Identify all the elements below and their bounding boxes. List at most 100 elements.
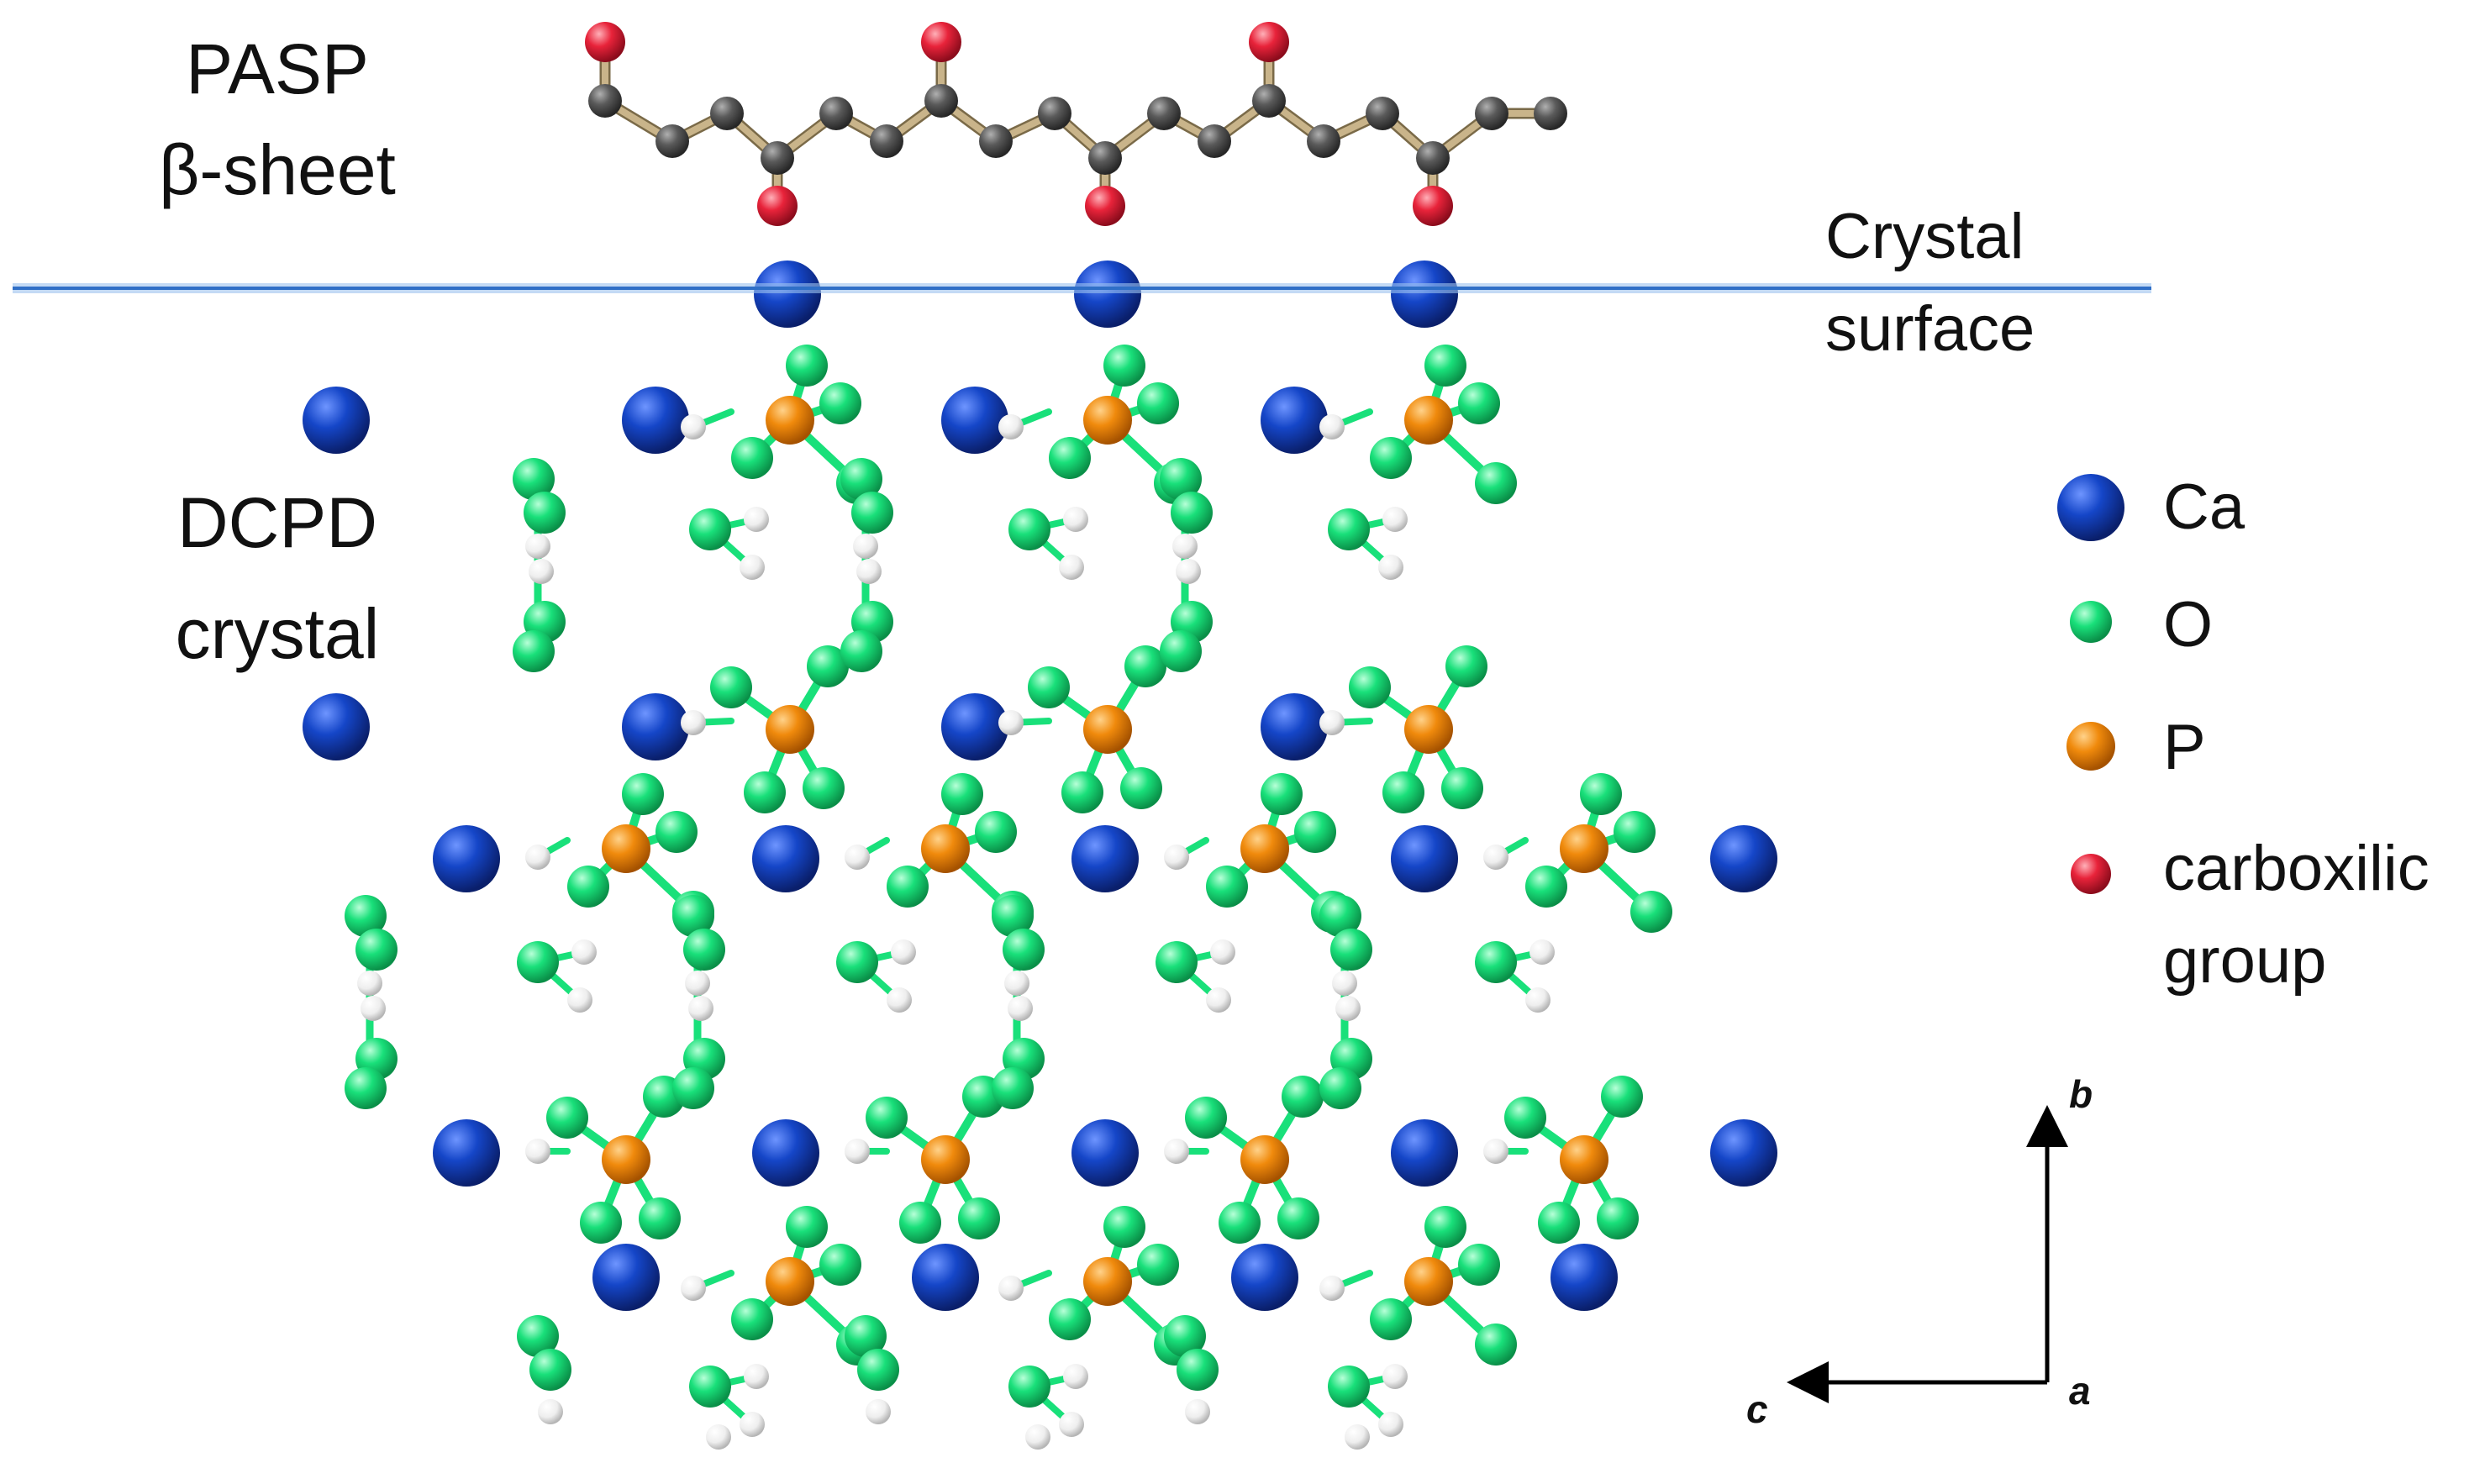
oxygen-atom bbox=[1475, 1323, 1517, 1366]
oxygen-atom bbox=[1137, 1244, 1179, 1286]
hydrogen-atom bbox=[1332, 971, 1357, 996]
oxygen-atom bbox=[1137, 382, 1179, 424]
hydrogen-atom bbox=[1206, 987, 1231, 1013]
oxygen-atom bbox=[1538, 1202, 1580, 1244]
phosphorus-atom bbox=[1240, 1135, 1289, 1184]
carbon-atom bbox=[1147, 97, 1181, 130]
hydrogen-atom bbox=[681, 710, 706, 735]
oxygen-atom bbox=[1282, 1076, 1324, 1118]
calcium-atom bbox=[1391, 260, 1458, 328]
oxygen-atom bbox=[1330, 929, 1372, 971]
oxygen-atom bbox=[689, 1366, 731, 1408]
oxygen-atom bbox=[1171, 492, 1213, 534]
calcium-atom bbox=[1710, 1119, 1777, 1187]
carbon-atom bbox=[1088, 141, 1122, 175]
carboxylic-oxygen-atom bbox=[1085, 186, 1125, 226]
oxygen-atom bbox=[2070, 601, 2112, 643]
phosphorus-atom bbox=[921, 1135, 970, 1184]
oxygen-atom bbox=[1630, 891, 1672, 933]
phosphorus-atom bbox=[2066, 722, 2115, 771]
hydrogen-atom bbox=[998, 710, 1024, 735]
oxygen-atom bbox=[1580, 773, 1622, 815]
phosphorus-atom bbox=[766, 1257, 814, 1306]
oxygen-atom bbox=[731, 1298, 773, 1340]
hydrogen-atom bbox=[1525, 987, 1550, 1013]
oxygen-atom bbox=[975, 811, 1017, 853]
oxygen-atom bbox=[1277, 1197, 1319, 1239]
carbon-atom bbox=[1252, 84, 1286, 118]
hydrogen-atom bbox=[1335, 996, 1361, 1021]
oxygen-atom bbox=[1328, 1366, 1370, 1408]
oxygen-atom bbox=[1319, 1067, 1361, 1109]
oxygen-atom bbox=[355, 929, 397, 971]
oxygen-atom bbox=[1003, 929, 1045, 971]
oxygen-atom bbox=[744, 771, 786, 813]
calcium-atom bbox=[1391, 825, 1458, 892]
calcium-atom bbox=[1710, 825, 1777, 892]
oxygen-atom bbox=[1475, 941, 1517, 983]
legend-markers bbox=[2057, 474, 2124, 894]
crystal-surface-label-line2: surface bbox=[1825, 293, 2035, 365]
oxygen-atom bbox=[1049, 437, 1091, 479]
hydrogen-atom bbox=[1378, 1412, 1403, 1437]
calcium-atom bbox=[592, 1244, 660, 1311]
oxygen-atom bbox=[513, 630, 555, 672]
oxygen-atom bbox=[689, 508, 731, 550]
axis-label-c: c bbox=[1746, 1387, 1768, 1431]
oxygen-atom bbox=[1156, 941, 1198, 983]
oxygen-atom bbox=[1049, 1298, 1091, 1340]
hydrogen-atom bbox=[361, 996, 386, 1021]
phosphorus-atom bbox=[602, 1135, 650, 1184]
oxygen-atom bbox=[639, 1197, 681, 1239]
oxygen-atom bbox=[1103, 1206, 1145, 1248]
phosphorus-atom bbox=[1560, 1135, 1608, 1184]
oxygen-atom bbox=[1614, 811, 1656, 853]
oxygen-atom bbox=[1382, 771, 1424, 813]
calcium-atom bbox=[1261, 693, 1328, 760]
oxygen-atom bbox=[546, 1097, 588, 1139]
hydrogen-atom bbox=[1008, 996, 1033, 1021]
oxygen-atom bbox=[992, 895, 1034, 937]
oxygen-atom bbox=[1008, 1366, 1050, 1408]
oxygen-atom bbox=[1441, 767, 1483, 809]
oxygen-atom bbox=[1319, 895, 1361, 937]
carbon-atom bbox=[588, 84, 622, 118]
hydrogen-atom bbox=[740, 1412, 765, 1437]
oxygen-atom bbox=[1349, 666, 1391, 708]
phosphorus-atom bbox=[602, 824, 650, 873]
oxygen-atom bbox=[803, 767, 845, 809]
carbon-atom bbox=[979, 124, 1013, 158]
oxygen-atom bbox=[1028, 666, 1070, 708]
hydrogen-atom bbox=[866, 1399, 891, 1424]
oxygen-atom bbox=[958, 1197, 1000, 1239]
oxygen-atom bbox=[513, 458, 555, 500]
calcium-atom bbox=[754, 260, 821, 328]
oxygen-atom bbox=[1206, 866, 1248, 908]
axis-label-b: b bbox=[2069, 1072, 2093, 1116]
oxygen-atom bbox=[1124, 645, 1166, 687]
atoms-layer bbox=[303, 22, 1777, 1450]
hydrogen-atom bbox=[1164, 1139, 1189, 1164]
carbon-atom bbox=[761, 141, 794, 175]
calcium-atom bbox=[622, 387, 689, 454]
oxygen-atom bbox=[622, 773, 664, 815]
hydrogen-atom bbox=[1063, 507, 1088, 532]
phosphorus-atom bbox=[1083, 1257, 1132, 1306]
carbon-atom bbox=[655, 124, 689, 158]
calcium-atom bbox=[1550, 1244, 1618, 1311]
carboxylic-oxygen-atom bbox=[1413, 186, 1453, 226]
calcium-atom bbox=[303, 387, 370, 454]
hydrogen-atom bbox=[1059, 1412, 1084, 1437]
oxygen-atom bbox=[517, 941, 559, 983]
calcium-atom bbox=[941, 387, 1008, 454]
hydrogen-atom bbox=[1378, 555, 1403, 580]
oxygen-atom bbox=[580, 1202, 622, 1244]
oxygen-atom bbox=[992, 1067, 1034, 1109]
hydrogen-atom bbox=[1004, 971, 1029, 996]
hydrogen-atom bbox=[688, 996, 713, 1021]
phosphorus-atom bbox=[766, 705, 814, 754]
oxygen-atom bbox=[1120, 767, 1162, 809]
hydrogen-atom bbox=[1059, 555, 1084, 580]
oxygen-atom bbox=[851, 492, 893, 534]
phosphorus-atom bbox=[1404, 705, 1453, 754]
